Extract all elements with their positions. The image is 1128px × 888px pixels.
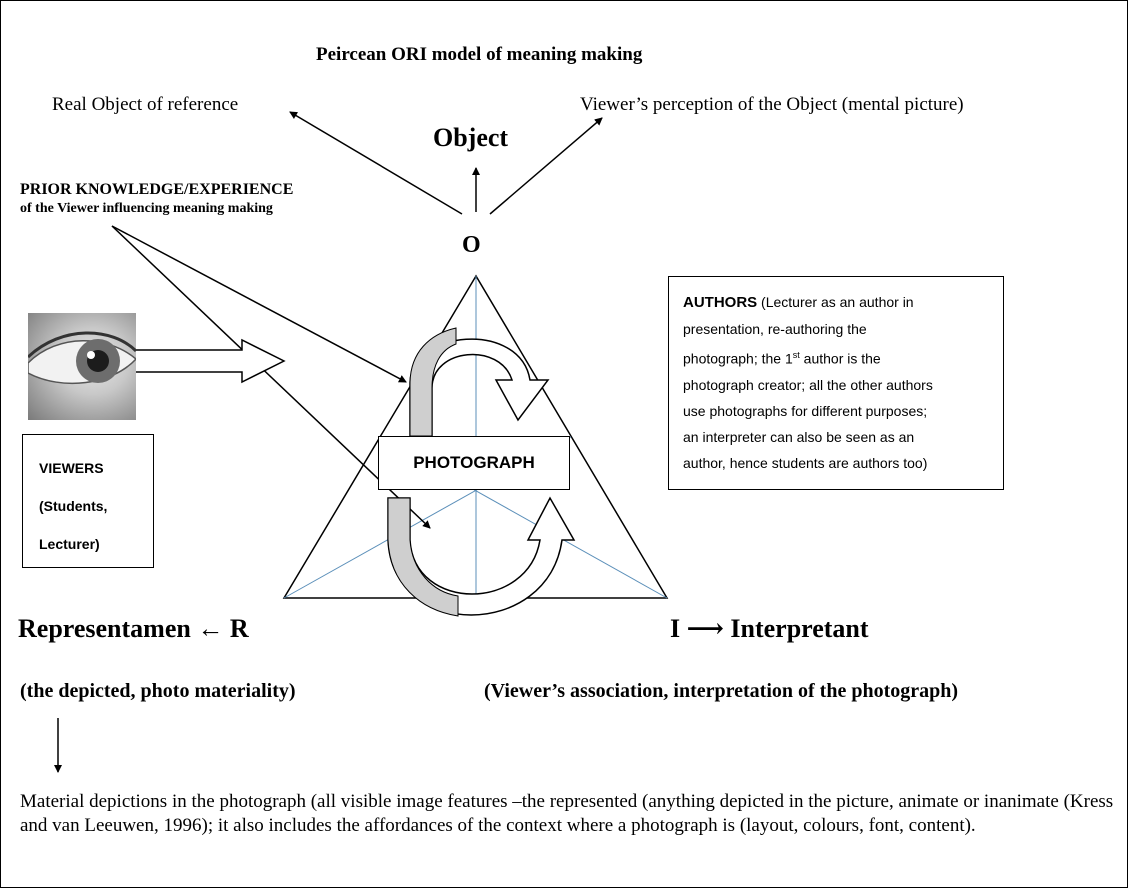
arrow-to-real-object bbox=[289, 111, 463, 215]
prior-knowledge-subheading: of the Viewer influencing meaning making bbox=[20, 201, 273, 216]
prior-knowledge-arrow bbox=[111, 225, 431, 529]
real-object-label: Real Object of reference bbox=[52, 94, 239, 115]
authors-box: AUTHORS (Lecturer as an author in presen… bbox=[668, 276, 1004, 490]
diagram-title: Peircean ORI model of meaning making bbox=[316, 44, 643, 65]
block-arrow-right-icon bbox=[111, 338, 286, 384]
authors-text: (Lecturer as an author in bbox=[757, 294, 914, 310]
authors-text: photograph creator; all the other author… bbox=[683, 376, 933, 393]
curved-arrow-shade bbox=[409, 327, 457, 437]
authors-heading: AUTHORS bbox=[683, 294, 758, 311]
curved-arrow-shade bbox=[387, 497, 459, 617]
interpretant-label: I ⟶ Interpretant bbox=[670, 614, 869, 643]
authors-text: an interpreter can also be seen as an bbox=[683, 428, 915, 445]
authors-text: author is the bbox=[799, 350, 881, 367]
viewers-box: VIEWERS (Students, Lecturer) bbox=[22, 434, 154, 568]
material-description: Material depictions in the photograph (a… bbox=[20, 791, 1114, 836]
authors-text: presentation, re-authoring the bbox=[683, 321, 867, 337]
association-caption: (Viewer’s association, interpretation of… bbox=[484, 680, 959, 702]
viewers-heading: VIEWERS bbox=[39, 460, 104, 476]
prior-knowledge-heading: PRIOR KNOWLEDGE/EXPERIENCE bbox=[20, 181, 294, 198]
viewers-text: (Students, bbox=[39, 498, 108, 514]
object-heading: Object bbox=[433, 123, 509, 152]
viewers-text: Lecturer) bbox=[39, 536, 100, 552]
viewer-perception-label: Viewer’s perception of the Object (menta… bbox=[580, 94, 964, 115]
eye-image bbox=[28, 313, 136, 420]
authors-text: photograph; the 1 bbox=[683, 350, 793, 367]
authors-superscript: st bbox=[792, 350, 800, 360]
depicted-caption: (the depicted, photo materiality) bbox=[20, 680, 296, 702]
authors-text: author, hence students are authors too) bbox=[683, 454, 928, 471]
prior-knowledge-arrow bbox=[111, 225, 407, 383]
vertex-o-label: O bbox=[462, 232, 481, 258]
photograph-box: PHOTOGRAPH bbox=[378, 436, 570, 490]
representamen-label: Representamen ← R bbox=[18, 614, 249, 643]
authors-text: use photographs for different purposes; bbox=[683, 402, 928, 419]
arrow-to-perception bbox=[489, 117, 603, 215]
